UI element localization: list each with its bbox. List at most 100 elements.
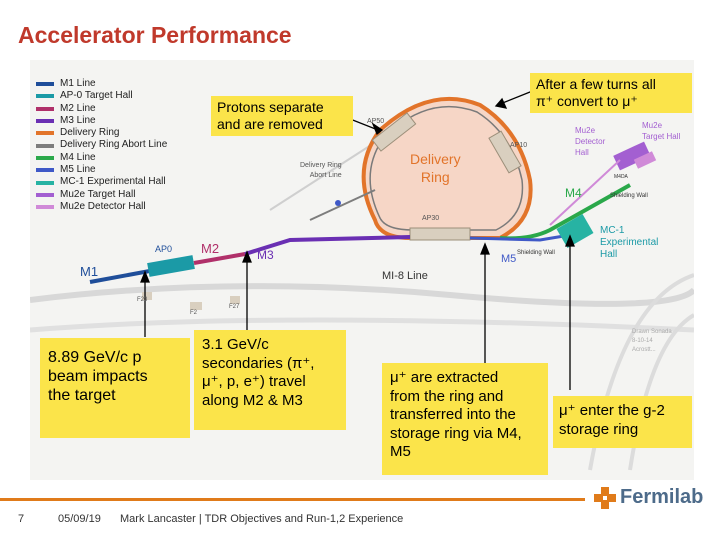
callout-line: transferred into the [390,406,516,423]
abort-label-line: Abort Line [309,172,342,179]
ap10-label: AP10 [510,142,528,149]
callout-line: secondaries (π⁺, [202,354,315,372]
ap30-building [409,227,471,241]
callout-line: M5 [390,443,411,460]
shielding-wall-label: Shielding Wall [517,250,555,256]
callout-beam: 8.89 GeV/c p beam impacts the target [40,338,190,438]
m2-line [193,252,246,265]
callout-convert: After a few turns all π⁺ convert to μ⁺ [530,73,692,113]
arrowhead [494,97,508,109]
mu2e-detector-label-line: Detector [575,137,606,146]
f27-label: F27 [229,304,240,310]
callout-line: and are removed [217,116,323,132]
legend-label: M3 Line [60,114,96,126]
legend-swatch [36,192,54,197]
callout-line: from the ring and [390,387,504,405]
mc1-label-line: Hall [600,249,618,260]
callout-line: storage ring [559,421,639,438]
background-road [29,283,697,307]
mu2e-target-label-line: Mu2e [642,121,663,130]
mc1-label-line: MC-1 [600,225,625,236]
legend-swatch [36,82,54,87]
m4-label: M4 [565,186,582,200]
shielding-wall-label: Shielding Wall [610,193,648,199]
footer-text: Mark Lancaster | TDR Objectives and Run-… [120,513,404,525]
stamp-line: 8-10-14 [632,338,653,344]
drawing-stamp: Drawn Sonada 8-10-14 Acrostt... [632,328,672,355]
stamp-line: Acrostt... [632,347,656,353]
callout-line: the target [48,387,116,404]
arrowhead [242,250,252,263]
arrowhead [140,270,150,283]
top-right-arrow [499,89,536,105]
footer-date: 05/09/19 [58,513,101,525]
footer-rule [0,498,585,501]
legend-item: M3 Line [36,115,167,127]
legend-label: Mu2e Target Hall [60,188,136,200]
legend-swatch [36,168,54,173]
m2-label: M2 [201,241,220,256]
fermilab-logo: Fermilab [594,486,703,509]
f27-building [230,296,240,304]
legend-item: Mu2e Detector Hall [36,201,167,213]
legend-swatch [36,106,54,111]
mu2e-target-hall [613,141,651,171]
callout-line: along M2 & M3 [202,391,303,409]
stamp-line: Drawn Sonada [632,329,672,335]
mc1-hall [556,213,594,249]
callout-line: 8.89 GeV/c p [48,349,142,366]
page-number: 7 [18,513,25,525]
f2-label: F2 [190,310,198,316]
callout-line: beam impacts [48,368,148,385]
legend-label: M5 Line [60,164,96,176]
mu2e-detector-label-line: Mu2e [575,126,596,135]
legend-item: M4 Line [36,152,167,164]
ap30-label: AP30 [422,215,440,222]
legend-item: Delivery Ring Abort Line [36,139,167,151]
legend-item: Mu2e Target Hall [36,189,167,201]
delivery-ring-label: Delivery Ring [410,150,461,186]
callout-line: μ⁺, p, e⁺) travel [202,373,306,390]
legend-swatch [36,94,54,99]
ap0-label: AP0 [155,244,173,254]
legend-swatch [36,205,54,210]
m3-label: M3 [257,248,274,262]
legend-item: M1 Line [36,78,167,90]
m3-line [244,235,411,256]
callout-extracted: μ⁺ are extracted from the ring and trans… [382,363,548,475]
legend-label: M2 Line [60,102,96,114]
mu2e-target-label: Mu2e Target Hall [642,120,680,142]
callout-line: π⁺ convert to μ⁺ [536,93,638,109]
f23-label: F23 [137,297,148,303]
mu2e-detector-label-line: Hall [575,148,589,157]
arrowhead [480,242,490,255]
background-road [29,317,695,333]
slide-title: Accelerator Performance [18,22,292,48]
callout-line: 3.1 GeV/c [202,336,269,353]
arrowhead [565,234,575,247]
callout-line: Protons separate [217,99,324,115]
ap50-building [371,112,417,152]
legend-swatch [36,143,54,148]
legend-item: M2 Line [36,103,167,115]
f23-building [142,292,152,300]
legend-label: M1 Line [60,78,96,89]
m4da-label: M4DA [614,174,628,180]
mu2e-target-label-line: Target Hall [642,132,681,141]
callout-arrows [140,89,575,390]
abort-label: Delivery Ring Abort Line [300,161,342,181]
abort-label-line: Delivery Ring [300,162,342,169]
mu2e-detector-label: Mu2e Detector Hall [575,125,605,158]
mu2e-detector-hall [633,151,657,169]
ap10-building [488,130,522,174]
callout-secondaries: 3.1 GeV/c secondaries (π⁺, μ⁺, p, e⁺) tr… [194,330,346,430]
m5-line [469,233,571,242]
legend-item: M5 Line [36,164,167,176]
legend-swatch [36,131,54,136]
delivery-ring-label-line: Ring [420,169,450,185]
legend-label: Delivery Ring [60,127,120,139]
f2-building [190,302,202,310]
legend-item: AP-0 Target Hall [36,90,167,102]
mu2e-line [549,159,621,226]
legend-swatch [36,119,54,124]
